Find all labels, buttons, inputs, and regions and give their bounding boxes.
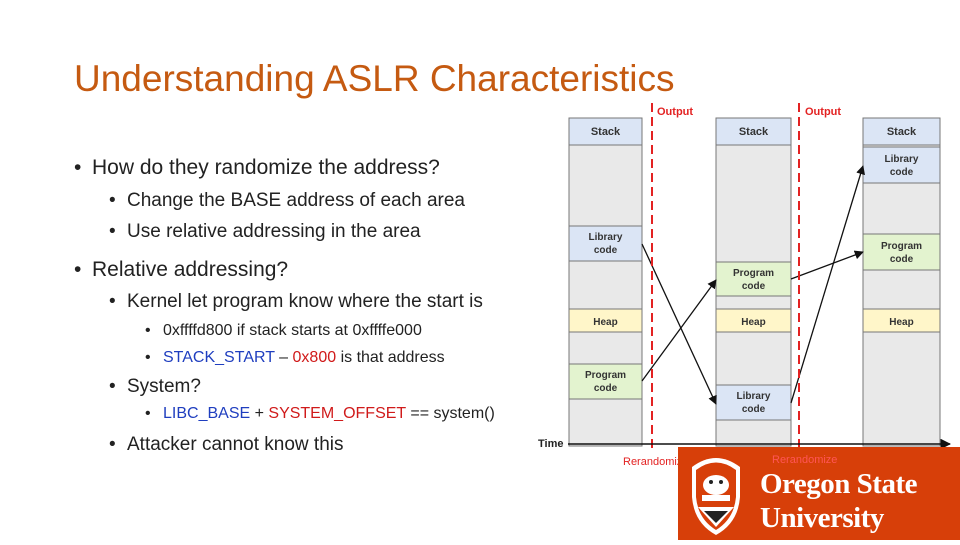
bullet-libc-base: •LIBC_BASE + SYSTEM_OFFSET == system() [145, 405, 495, 422]
program-label-1: Program [585, 370, 626, 381]
arrow-library-move-2 [790, 165, 865, 404]
heap-label-1: Heap [593, 317, 617, 328]
program-label-3: Program [881, 241, 922, 252]
program-label-2: Program [733, 268, 774, 279]
library-label-2: Library [737, 391, 771, 402]
program-code-word-2: code [742, 281, 766, 292]
library-code-word-1: code [594, 245, 618, 256]
stack-segment-1 [568, 117, 643, 146]
program-code-word-1: code [594, 383, 618, 394]
aslr-memory-diagram: Stack Library code Heap Program code Sta… [538, 103, 952, 468]
output-label-1: Output [657, 106, 693, 118]
bullet-kernel: •Kernel let program know where the start… [109, 291, 483, 312]
logo-wordmark-line1: Oregon State [760, 468, 918, 500]
time-label: Time [538, 438, 563, 450]
library-code-segment-3 [862, 146, 941, 184]
program-code-segment-1 [568, 363, 643, 400]
library-code-word-2: code [742, 404, 766, 415]
arrow-library-move-1 [641, 243, 717, 405]
heap-segment-1 [568, 308, 643, 333]
rerandomize-label-1: Rerandomize [623, 456, 688, 468]
bullet-randomize: •How do they randomize the address? [74, 156, 440, 179]
stack-start-term: STACK_START [163, 349, 275, 366]
rerandomize-label-2: Rerandomize [772, 454, 837, 466]
program-code-segment-3 [862, 233, 941, 271]
library-code-segment-1 [568, 225, 643, 262]
heap-segment-2 [715, 308, 792, 333]
slide-title: Understanding ASLR Characteristics [74, 58, 675, 99]
oregon-state-logo: Rerandomize Oregon State University [678, 447, 960, 540]
bullet-stack-start: •STACK_START – 0x800 is that address [145, 349, 445, 366]
stack-label-2: Stack [739, 126, 769, 138]
stack-label-1: Stack [591, 126, 621, 138]
university-seal-icon [692, 458, 740, 535]
bullet-relative-area: •Use relative addressing in the area [109, 221, 421, 242]
program-code-word-3: code [890, 254, 914, 265]
bullet-change-base: •Change the BASE address of each area [109, 190, 466, 211]
stack-segment-2 [715, 117, 792, 146]
heap-label-2: Heap [741, 317, 765, 328]
library-code-segment-2 [715, 384, 792, 421]
bullet-stack-example: •0xffffd800 if stack starts at 0xffffe00… [145, 322, 422, 339]
library-label-3: Library [885, 154, 919, 165]
bullet-relative-addressing: •Relative addressing? [74, 258, 289, 281]
libc-base-term: LIBC_BASE [163, 405, 251, 422]
logo-wordmark-line2: University [760, 502, 885, 534]
bullet-attacker: •Attacker cannot know this [109, 434, 344, 455]
system-offset-term: SYSTEM_OFFSET [268, 405, 406, 422]
bullet-system: •System? [109, 376, 201, 397]
heap-label-3: Heap [889, 317, 913, 328]
output-label-2: Output [805, 106, 841, 118]
library-label-1: Library [589, 232, 623, 243]
heap-segment-3 [862, 308, 941, 333]
arrow-program-move-2 [790, 250, 864, 280]
offset-term: 0x800 [292, 349, 337, 366]
library-code-word-3: code [890, 167, 914, 178]
stack-segment-3 [862, 117, 941, 146]
arrow-program-move-1 [641, 279, 717, 382]
stack-label-3: Stack [887, 126, 917, 138]
